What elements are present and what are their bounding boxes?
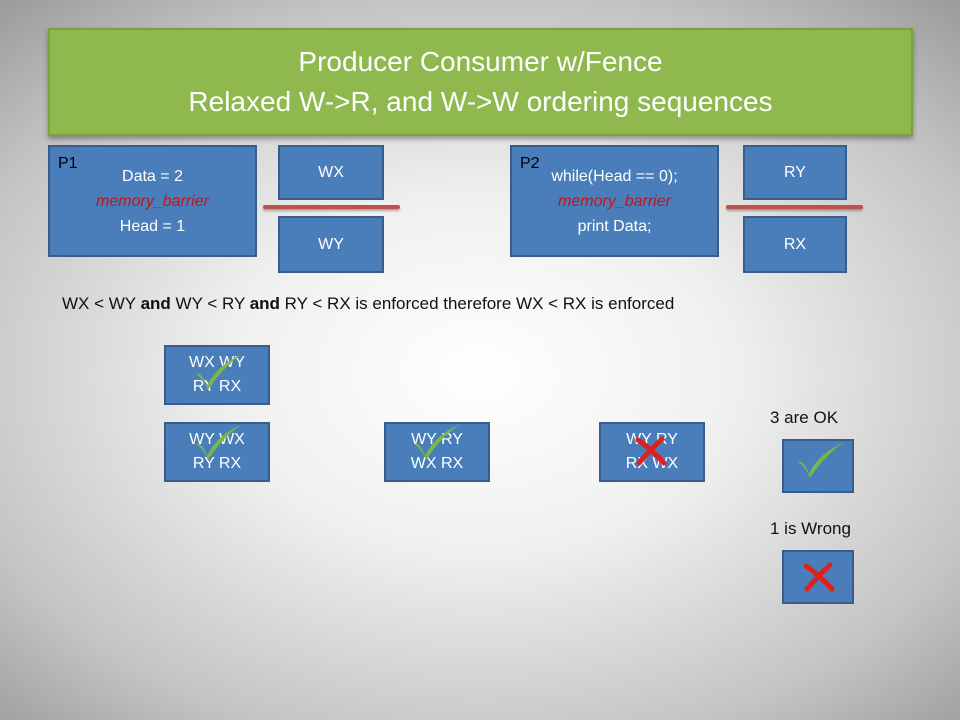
sequence-1-line-2: RY RX: [192, 378, 242, 395]
p2-code-box: while(Head == 0); memory_barrier print D…: [510, 145, 719, 257]
legend-ok-label: 3 are OK: [770, 408, 839, 427]
legend-ok-box: [782, 439, 854, 493]
p2-code-line-1: while(Head == 0);: [551, 167, 678, 185]
p1-code-box: Data = 2 memory_barrier Head = 1: [48, 145, 257, 257]
op-ry-label: RY: [784, 164, 806, 181]
statement-and-1: and: [140, 294, 171, 313]
sequence-3-line-1: WY RY: [411, 431, 463, 448]
sequence-1-line-1: WX WY: [189, 354, 245, 371]
sequence-3-line-2: WX RX: [410, 455, 464, 472]
p1-fence-line: [263, 205, 400, 209]
p2-fence-line: [726, 205, 863, 209]
op-rx-label: RX: [783, 236, 807, 253]
op-wy-label: WY: [318, 236, 344, 253]
p1-code-line-1: Data = 2: [122, 167, 183, 185]
sequence-box-3: WY RY WX RX: [384, 422, 490, 482]
sequence-box-1: WX WY RY RX: [164, 345, 270, 405]
ordering-statement: WX < WY and WY < RY and RY < RX is enfor…: [62, 294, 674, 314]
op-ry-box: RY: [743, 145, 847, 200]
title-line-1: Producer Consumer w/Fence: [298, 46, 663, 77]
statement-and-2: and: [249, 294, 280, 313]
slide-title: Producer Consumer w/Fence Relaxed W->R, …: [48, 28, 913, 136]
sequence-box-2: WY WX RY RX: [164, 422, 270, 482]
title-line-2: Relaxed W->R, and W->W ordering sequence…: [188, 86, 773, 117]
p2-code-line-3: print Data;: [577, 217, 652, 235]
sequence-2-line-1: WY WX: [189, 431, 245, 448]
op-wx-box: WX: [278, 145, 384, 200]
legend-wrong-label: 1 is Wrong: [770, 519, 851, 538]
op-wy-box: WY: [278, 216, 384, 273]
p1-code-line-3: Head = 1: [119, 217, 186, 235]
sequence-4-line-2: RX WX: [625, 455, 679, 472]
statement-part-a: WX < WY: [62, 294, 141, 313]
op-rx-box: RX: [743, 216, 847, 273]
sequence-2-line-2: RY RX: [192, 455, 242, 472]
statement-part-b: WY < RY: [170, 294, 250, 313]
p1-code-line-2: memory_barrier: [96, 192, 209, 210]
p2-label: P2: [520, 155, 540, 172]
statement-part-c: RY < RX is enforced therefore WX < RX is…: [279, 294, 675, 313]
p2-code-line-2: memory_barrier: [558, 192, 671, 210]
p1-label: P1: [58, 155, 78, 172]
op-wx-label: WX: [318, 164, 344, 181]
sequence-4-line-1: WY RY: [626, 431, 678, 448]
sequence-box-4: WY RY RX WX: [599, 422, 705, 482]
legend-wrong-box: [782, 550, 854, 604]
